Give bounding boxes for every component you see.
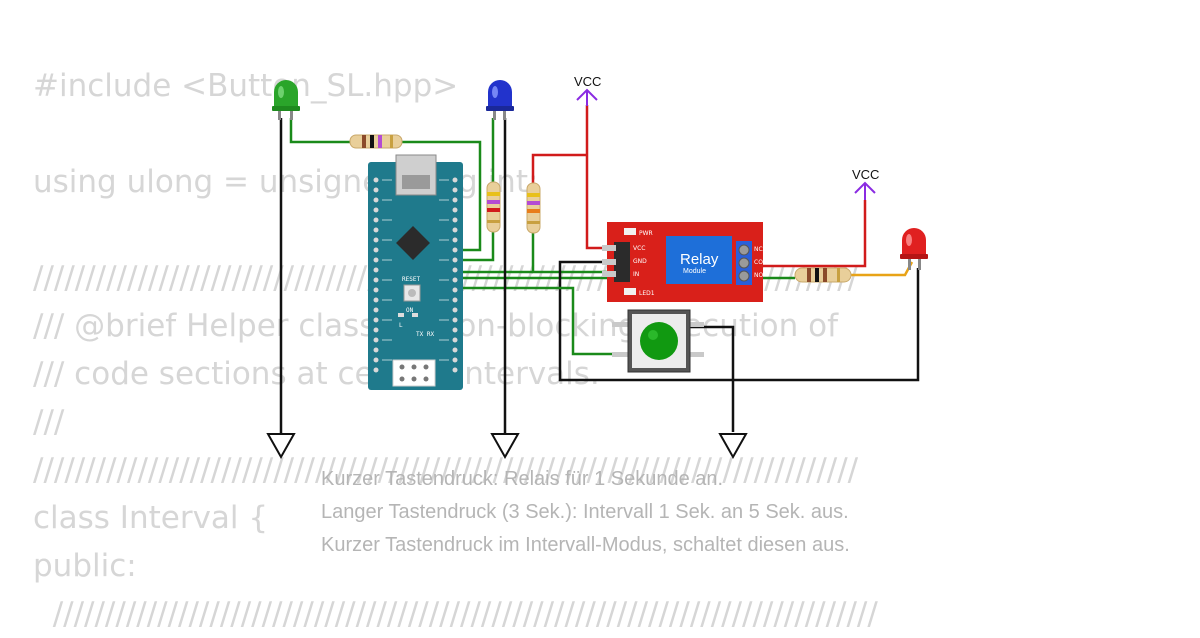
- green-led: [272, 80, 300, 120]
- wire-vcc-relay: [531, 105, 614, 250]
- relay-pin-in-label: IN: [633, 271, 639, 278]
- blue-led: [486, 80, 514, 120]
- code-line: ////////////////////////////////////////…: [33, 452, 859, 488]
- resistor-blue-led: [486, 181, 501, 233]
- vcc-label-right: VCC: [852, 167, 879, 182]
- relay-title: Relay: [680, 251, 719, 268]
- arduino-nano: RESET ON L TX RX: [368, 154, 463, 390]
- code-line: public:: [33, 548, 137, 584]
- caption-line-3: Kurzer Tastendruck im Intervall-Modus, s…: [321, 534, 850, 556]
- code-line: #include <Button_SL.hpp>: [33, 68, 459, 104]
- vcc-label-left: VCC: [574, 74, 601, 89]
- relay-pin-gnd-label: GND: [633, 258, 647, 265]
- wire-button-gnd: [690, 325, 735, 432]
- caption-line-2: Langer Tastendruck (3 Sek.): Intervall 1…: [321, 501, 849, 523]
- relay-nc-label: NC: [754, 246, 763, 253]
- wire-blue-led: [458, 118, 495, 262]
- caption-line-1: Kurzer Tastendruck: Relais für 1 Sekunde…: [321, 468, 724, 490]
- resistor-red-led: [794, 267, 852, 283]
- wire-green-led: [289, 118, 482, 252]
- wire-button: [458, 286, 622, 356]
- relay-pin-vcc-label: VCC: [633, 245, 645, 252]
- code-line: class Interval {: [33, 500, 269, 536]
- caption: Kurzer Tastendruck: Relais für 1 Sekunde…: [321, 463, 850, 562]
- nano-txrx-label: TX RX: [416, 331, 434, 338]
- wire-relay-gnd: [558, 260, 920, 382]
- relay-subtitle: Module: [683, 268, 706, 275]
- resistor-vcc: [526, 182, 541, 234]
- ground-symbol-1: [266, 433, 296, 460]
- relay-led-label: LED1: [639, 290, 655, 297]
- code-line: ////////////////////////////////////////…: [33, 596, 878, 632]
- nano-on-label: ON: [406, 307, 414, 314]
- wire-ground-drops: [279, 118, 507, 433]
- ground-symbol-2: [490, 433, 520, 460]
- nano-l-label: L: [399, 322, 403, 329]
- nano-reset-label: RESET: [402, 276, 420, 283]
- relay-module: VCC GND IN PWR LED1 Relay Module NC COM …: [602, 222, 768, 302]
- wire-relay-out: [752, 200, 914, 280]
- relay-com-label: COM: [754, 259, 768, 266]
- vcc-symbol-left: VCC: [574, 74, 601, 106]
- vcc-symbol-right: VCC: [852, 167, 879, 200]
- code-line: ///: [33, 404, 65, 440]
- resistor-green-led: [349, 134, 403, 149]
- relay-pwr-label: PWR: [639, 230, 653, 237]
- relay-no-label: NO: [754, 272, 763, 279]
- push-button: [612, 309, 704, 373]
- red-led: [900, 228, 928, 270]
- ground-symbol-3: [718, 433, 748, 460]
